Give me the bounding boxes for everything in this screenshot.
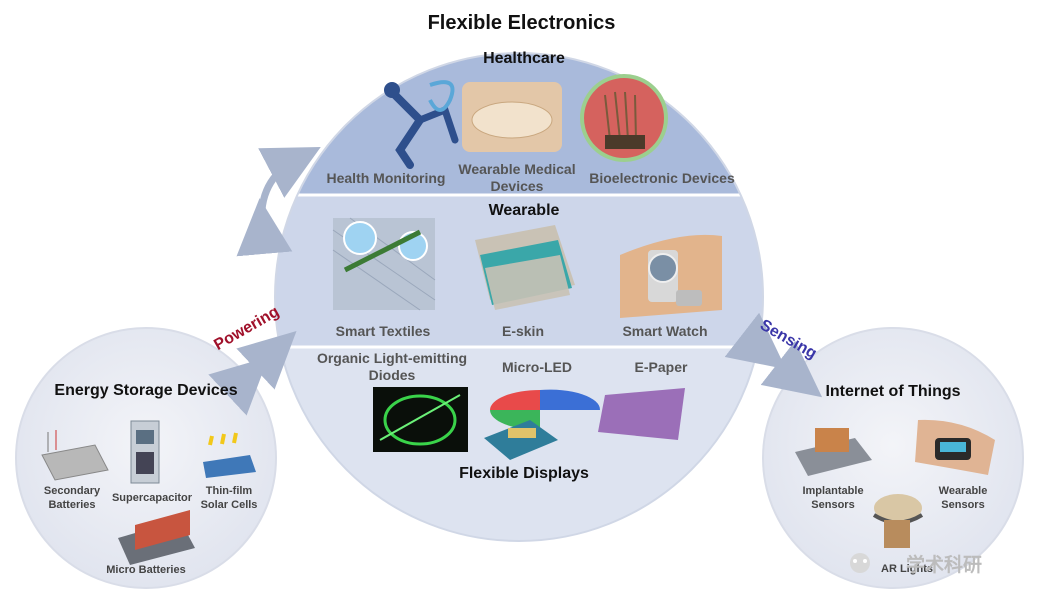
micro-led-label: Micro-LED (502, 359, 572, 375)
smart-textile-icon (332, 217, 436, 311)
e-paper-label: E-Paper (634, 359, 688, 375)
thin-film-solar-cells-label: Thin-film Solar Cells (200, 485, 258, 511)
wearable-title: Wearable (488, 202, 560, 219)
implantable-sensor-icon (795, 428, 872, 476)
oled-label: Organic Light-emitting Diodes (316, 350, 468, 383)
iot-circle (762, 327, 1024, 589)
watermark-logo-icon (850, 553, 870, 573)
solar-cell-icon (203, 432, 256, 478)
iot-title: Internet of Things (825, 383, 961, 400)
smart-textiles-label: Smart Textiles (335, 323, 431, 339)
ar-lights-label: AR Lights (881, 563, 933, 575)
micro-batteries-label: Micro Batteries (106, 564, 186, 576)
wearable-medical-devices-label: Wearable Medical Devices (458, 161, 576, 194)
implantable-sensors-label: Implantable Sensors (802, 485, 864, 511)
wearable-medical-device-icon (462, 82, 562, 152)
micro-battery-icon (118, 510, 195, 565)
watermark-text: 学术科研 (905, 555, 982, 576)
energy-storage-title: Energy Storage Devices (54, 382, 238, 399)
ar-headset-icon (872, 494, 924, 548)
healthcare-arrow (236, 146, 321, 257)
health-monitoring-label: Health Monitoring (326, 170, 446, 186)
e-paper-icon (598, 388, 685, 440)
wearable-sensor-icon (915, 419, 995, 475)
smart-watch-icon (620, 234, 722, 318)
secondary-batteries-label: Secondary Batteries (43, 485, 101, 511)
health-monitoring-icon (384, 80, 459, 169)
secondary-battery-icon (41, 430, 109, 481)
e-skin-icon (475, 225, 575, 310)
micro-led-icon (484, 389, 601, 460)
diagram-title: Flexible Electronics (427, 12, 616, 34)
bioelectronic-device-icon (580, 74, 668, 162)
e-skin-label: E-skin (501, 323, 544, 339)
powering-arrow (208, 330, 297, 416)
flexible-displays-title: Flexible Displays (459, 465, 589, 482)
wearable-sensors-label: Wearable Sensors (938, 485, 988, 511)
healthcare-title: Healthcare (483, 50, 565, 67)
oled-icon (373, 387, 468, 452)
smart-watch-label: Smart Watch (622, 323, 708, 339)
supercapacitor-icon (130, 420, 160, 484)
sensing-arrow (724, 312, 823, 398)
bioelectronic-devices-label: Bioelectronic Devices (589, 170, 735, 186)
supercapacitor-label: Supercapacitor (111, 492, 193, 504)
